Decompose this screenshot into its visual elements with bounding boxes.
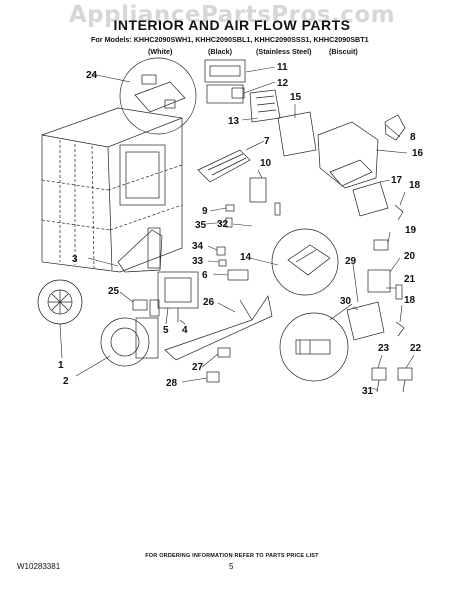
callout-18-lower: 18 [404,295,416,306]
part-21 [395,284,403,300]
part-29-interlock [346,301,385,341]
part-19 [373,239,389,251]
part-18-spring-upper [394,204,404,221]
part-10-panel [249,177,267,203]
part-35 [225,217,233,228]
part-2-blower [100,317,159,367]
document-number: W10283381 [17,562,61,571]
part-18-spring-lower [395,321,405,337]
callout-23: 23 [378,343,390,354]
part-17-latch [352,181,389,217]
callout-6: 6 [202,270,208,281]
callout-25: 25 [108,286,120,297]
ordering-info: FOR ORDERING INFORMATION REFER TO PARTS … [145,553,319,559]
watermark: AppliancePartsPros.com [68,2,396,28]
part-25 [132,299,148,311]
part-23-switch [371,367,387,381]
part-1-fan [37,279,83,325]
callout-15: 15 [290,92,302,103]
part-5 [149,299,160,317]
callout-18-upper: 18 [409,180,421,191]
part-15-plate [277,111,317,157]
callout-8: 8 [410,132,416,143]
callout-20: 20 [404,251,416,262]
callout-28: 28 [166,378,178,389]
part-7-filter [197,149,251,183]
color-stainless-steel: (Stainless Steel) [256,47,312,56]
part-9 [225,204,235,212]
callout-30: 30 [340,296,352,307]
callout-26: 26 [203,297,215,308]
callout-24: 24 [86,70,98,81]
part-22-switch [397,367,413,381]
callout-32: 32 [217,219,229,230]
part-28 [206,371,220,383]
callout-13: 13 [228,116,240,127]
callout-7: 7 [264,136,270,147]
callout-29: 29 [345,256,357,267]
page-number: 5 [229,562,234,571]
callout-5: 5 [163,325,169,336]
part-8-bracket [384,114,406,141]
color-white: (White) [148,47,173,56]
part-6 [227,269,249,281]
callout-2: 2 [63,376,69,387]
color-black: (Black) [208,47,232,56]
oven-cavity-illustration [41,107,183,273]
color-biscuit: (Biscuit) [329,47,358,56]
part-4-magnetron [157,271,199,322]
callout-34: 34 [192,241,204,252]
callout-33: 33 [192,256,204,267]
callout-35: 35 [195,220,207,231]
model-list: For Models: KHHC2090SWH1, KHHC2090SBL1, … [91,35,369,44]
part-16-duct [317,121,379,189]
callout-12: 12 [277,78,289,89]
part-26-channel [164,295,273,361]
callout-19: 19 [405,225,417,236]
callout-10: 10 [260,158,272,169]
page-title: INTERIOR AND AIR FLOW PARTS [113,17,351,33]
callout-17: 17 [391,175,403,186]
callout-31: 31 [362,386,374,397]
part-20 [367,269,391,293]
part-24-detail-circle [119,57,197,135]
part-14-detail-circle [271,228,339,296]
callout-1: 1 [58,360,64,371]
callout-16: 16 [412,148,424,159]
callout-22: 22 [410,343,422,354]
callout-27: 27 [192,362,204,373]
callout-4: 4 [182,325,188,336]
part-30-detail-circle [279,312,349,382]
callout-3: 3 [72,254,78,265]
callout-21: 21 [404,274,416,285]
part-33 [218,259,227,267]
callout-11: 11 [277,62,288,73]
callout-14: 14 [240,252,252,263]
part-3-tray [117,227,163,273]
part-32 [274,202,281,216]
callout-9: 9 [202,206,208,217]
part-27 [217,347,231,358]
parts-11-13-illustration [204,59,281,123]
part-34 [216,246,226,256]
